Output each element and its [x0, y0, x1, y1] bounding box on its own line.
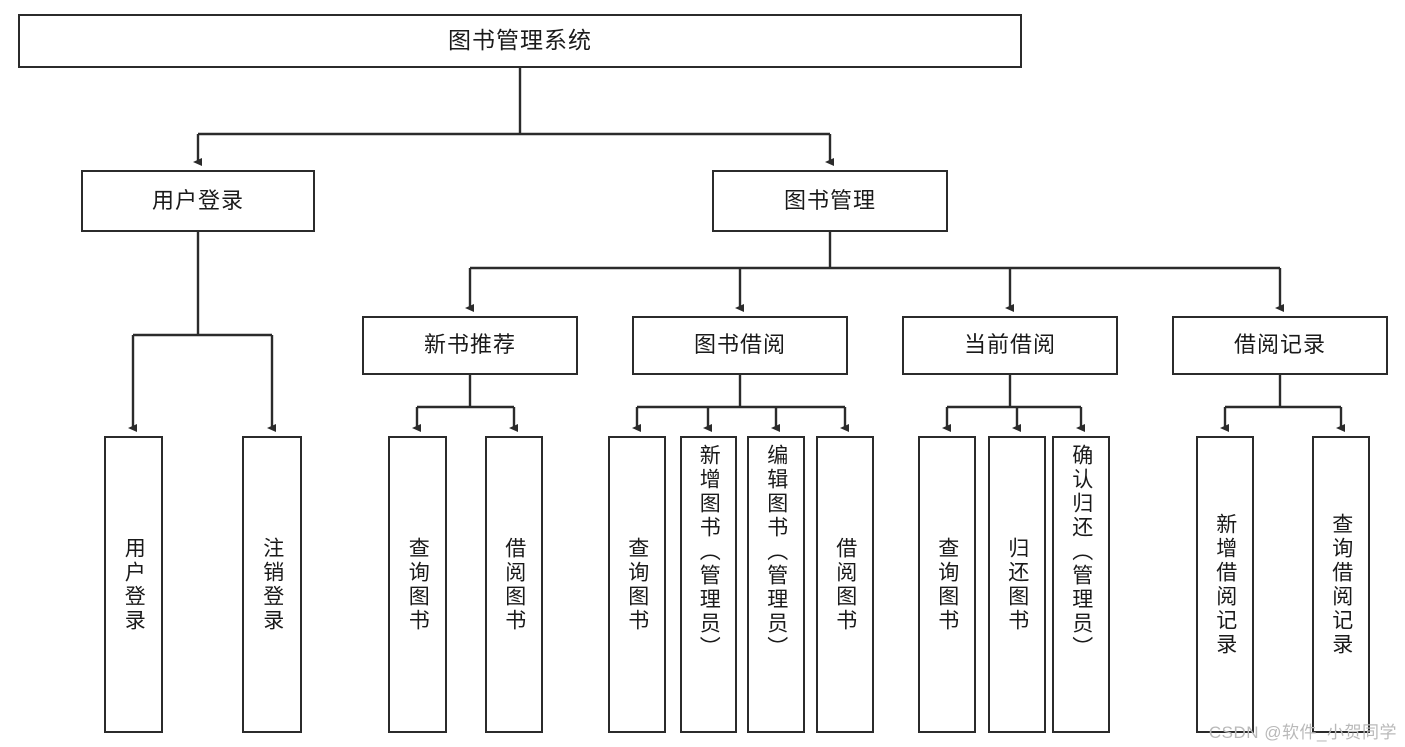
leaf-label: 归还图书: [1005, 536, 1029, 633]
leaf-label: 用户登录: [122, 536, 146, 633]
leaf-edit-book-admin[interactable]: 编辑图书（管理员）: [747, 436, 805, 733]
leaf-label: 借阅图书: [833, 536, 857, 633]
leaf-add-book-admin[interactable]: 新增图书（管理员）: [680, 436, 737, 733]
leaf-label: 编辑图书（管理员）: [764, 444, 788, 660]
leaf-label: 借阅图书: [502, 536, 526, 633]
leaf-user-login[interactable]: 用户登录: [104, 436, 163, 733]
leaf-confirm-return-admin[interactable]: 确认归还（管理员）: [1052, 436, 1110, 733]
node-new-book-recommend[interactable]: 新书推荐: [362, 316, 578, 375]
leaf-label: 注销登录: [260, 536, 284, 633]
leaf-borrow-book-recommend[interactable]: 借阅图书: [485, 436, 543, 733]
node-label: 图书借阅: [693, 332, 786, 358]
leaf-return-book[interactable]: 归还图书: [988, 436, 1046, 733]
node-root-book-management-system[interactable]: 图书管理系统: [18, 14, 1022, 68]
leaf-label: 新增图书（管理员）: [697, 444, 721, 660]
node-label: 图书管理: [783, 187, 876, 213]
node-current-borrow[interactable]: 当前借阅: [902, 316, 1118, 375]
leaf-label: 查询图书: [625, 536, 649, 633]
node-user-login[interactable]: 用户登录: [81, 170, 315, 232]
node-book-borrow[interactable]: 图书借阅: [632, 316, 848, 375]
leaf-label: 查询图书: [935, 536, 959, 633]
leaf-add-borrow-record[interactable]: 新增借阅记录: [1196, 436, 1254, 733]
watermark: CSDN @软件_小贺同学: [1208, 723, 1397, 742]
leaf-query-book-recommend[interactable]: 查询图书: [388, 436, 447, 733]
node-label: 新书推荐: [423, 332, 516, 358]
node-label: 图书管理系统: [448, 27, 592, 54]
node-label: 借阅记录: [1233, 332, 1326, 358]
leaf-query-borrow-record[interactable]: 查询借阅记录: [1312, 436, 1370, 733]
node-book-management[interactable]: 图书管理: [712, 170, 948, 232]
leaf-borrow-book[interactable]: 借阅图书: [816, 436, 874, 733]
leaf-label: 新增借阅记录: [1213, 512, 1237, 657]
leaf-query-book-current[interactable]: 查询图书: [918, 436, 976, 733]
leaf-label: 查询图书: [406, 536, 430, 633]
leaf-label: 确认归还（管理员）: [1069, 444, 1093, 660]
leaf-label: 查询借阅记录: [1329, 512, 1353, 657]
node-label: 用户登录: [151, 187, 244, 213]
leaf-logout[interactable]: 注销登录: [242, 436, 302, 733]
node-label: 当前借阅: [963, 332, 1056, 358]
node-borrow-record[interactable]: 借阅记录: [1172, 316, 1388, 375]
leaf-query-book-borrow[interactable]: 查询图书: [608, 436, 666, 733]
